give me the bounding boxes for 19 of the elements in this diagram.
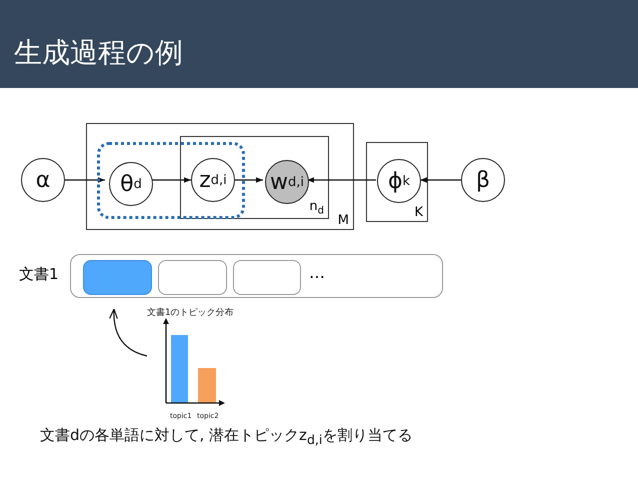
plate-box (366, 142, 428, 222)
variable-circle: β (461, 158, 505, 202)
plate-label: K (414, 205, 423, 220)
word-slot (83, 260, 152, 295)
arrow (307, 177, 376, 183)
arrow (65, 177, 105, 183)
document-label: 文書1 (19, 265, 59, 284)
variable-circle: α (21, 158, 65, 202)
plate-label: M (338, 213, 349, 228)
arrow (235, 177, 263, 183)
arrow (420, 177, 461, 183)
caption: 文書dの各単語に対して, 潜在トピックz$_{d,i}$を割り当てる (40, 426, 412, 447)
plate-label: n$_{d}$ (309, 199, 324, 217)
slide-title: 生成過程の例 (14, 35, 183, 71)
ellipsis-text: … (309, 263, 325, 282)
word-slot (158, 260, 227, 295)
chart-title: 文書1のトピック分布 (147, 306, 234, 319)
word-slot (233, 260, 301, 295)
arrow (109, 308, 148, 357)
